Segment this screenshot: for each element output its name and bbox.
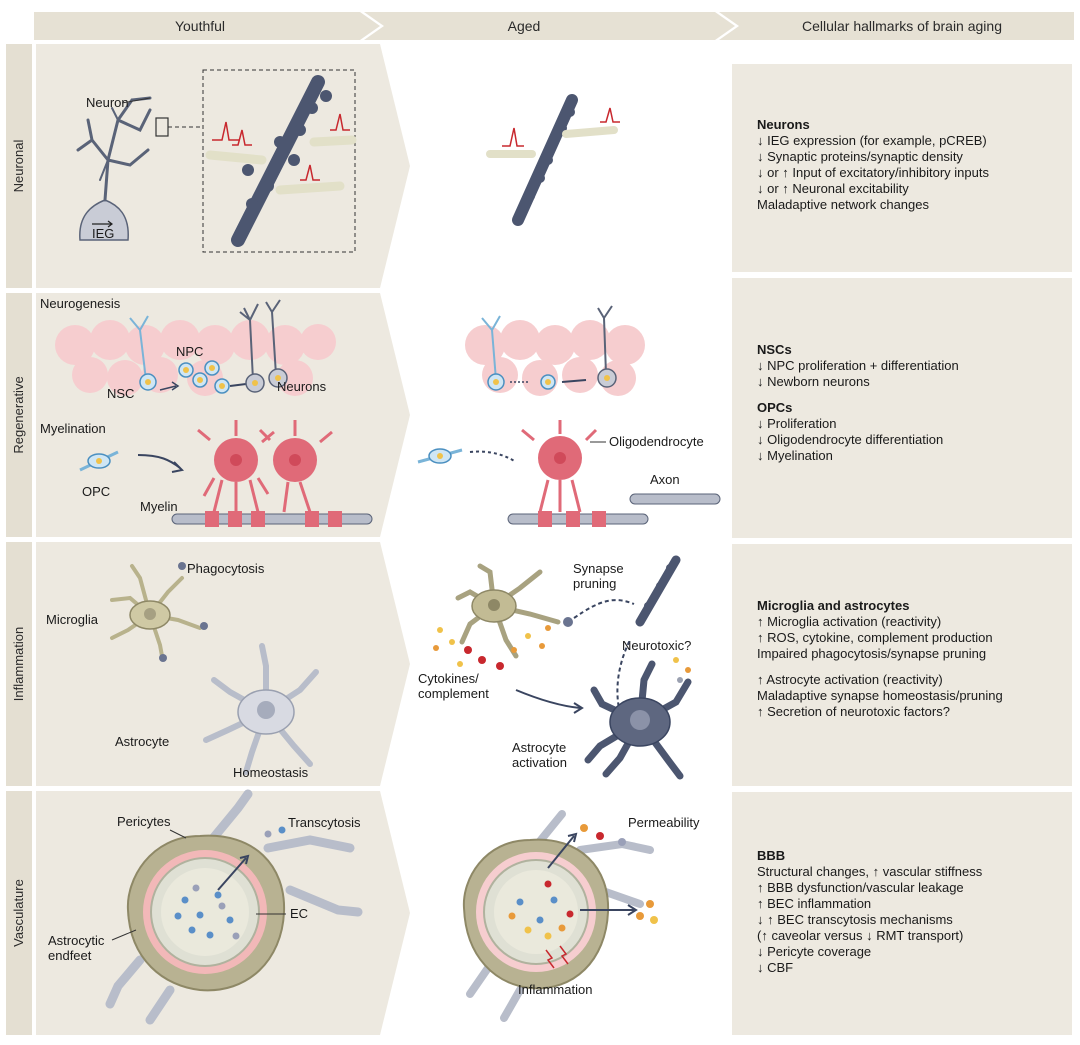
hallmark-line: ↑ Astrocyte activation (reactivity) bbox=[757, 672, 943, 687]
hallmark-bbb-title: BBB bbox=[757, 848, 786, 863]
astrocyte-aged bbox=[584, 657, 692, 780]
astrocyte-youthful bbox=[203, 643, 319, 775]
cytokine-dots bbox=[433, 625, 551, 670]
leader-neuron bbox=[121, 97, 151, 104]
label-pericytes: Pericytes bbox=[117, 814, 171, 829]
label-microglia: Microglia bbox=[46, 612, 99, 627]
column-youthful: Youthful bbox=[175, 18, 225, 34]
hallmark-line: ↓ Myelination bbox=[757, 448, 833, 463]
oligodendrocytes-youthful bbox=[171, 420, 373, 527]
hallmark-neurons-title: Neurons bbox=[757, 117, 810, 132]
label-astro-activation-1: Astrocyte bbox=[512, 740, 566, 755]
label-myelination: Myelination bbox=[40, 421, 106, 436]
hallmark-line: Structural changes, ↑ vascular stiffness bbox=[757, 864, 983, 879]
label-endfeet-1: Astrocytic bbox=[48, 933, 105, 948]
hallmark-opcs-title: OPCs bbox=[757, 400, 793, 415]
label-neurotoxic: Neurotoxic? bbox=[622, 638, 691, 653]
label-cytokines-1: Cytokines/ bbox=[418, 671, 479, 686]
label-phagocytosis: Phagocytosis bbox=[187, 561, 265, 576]
hallmark-line: ↓ Oligodendrocyte differentiation bbox=[757, 432, 944, 447]
microglia-aged bbox=[455, 563, 635, 659]
label-permeability: Permeability bbox=[628, 815, 700, 830]
label-homeostasis: Homeostasis bbox=[233, 765, 309, 780]
oligodendrocyte-aged bbox=[417, 420, 721, 527]
hallmark-line: ↓ IEG expression (for example, pCREB) bbox=[757, 133, 987, 148]
hallmark-line: ↓ Pericyte coverage bbox=[757, 944, 872, 959]
hallmark-nscs-title: NSCs bbox=[757, 342, 792, 357]
neurogenesis-cells-aged bbox=[481, 305, 617, 391]
vessel-youthful bbox=[105, 789, 363, 1025]
label-oligodendrocyte: Oligodendrocyte bbox=[609, 434, 704, 449]
hallmark-line: ↑ Microglia activation (reactivity) bbox=[757, 614, 942, 629]
column-hallmarks: Cellular hallmarks of brain aging bbox=[802, 18, 1002, 34]
label-ec: EC bbox=[290, 906, 308, 921]
label-inflammation: Inflammation bbox=[518, 982, 592, 997]
label-opc: OPC bbox=[82, 484, 110, 499]
hallmark-line: ↓ Newborn neurons bbox=[757, 374, 870, 389]
hallmark-line: ↓ NPC proliferation + differentiation bbox=[757, 358, 959, 373]
hallmark-inflammation: Microglia and astrocytes ↑ Microglia act… bbox=[757, 598, 1003, 720]
zoom-inset bbox=[168, 69, 357, 253]
hallmark-line: ↓ Synaptic proteins/synaptic density bbox=[757, 149, 963, 164]
label-endfeet-2: endfeet bbox=[48, 948, 92, 963]
label-axon: Axon bbox=[650, 472, 680, 487]
neuron-cell bbox=[76, 96, 169, 241]
hallmark-bbb: BBB Structural changes, ↑ vascular stiff… bbox=[757, 848, 982, 976]
hallmark-line: ↓ or ↑ Neuronal excitability bbox=[757, 181, 909, 196]
row-neuronal: Neuronal bbox=[11, 140, 26, 193]
label-neurons: Neurons bbox=[277, 379, 327, 394]
hallmark-line: ↓ CBF bbox=[757, 960, 794, 975]
hallmark-line: Maladaptive network changes bbox=[757, 197, 929, 212]
hallmark-line: ↑ BEC inflammation bbox=[757, 896, 872, 911]
neurogenesis-niche-aged bbox=[465, 320, 645, 396]
row-vasculature: Vasculature bbox=[11, 879, 26, 947]
microglia-youthful bbox=[110, 562, 208, 662]
label-neuron: Neuron bbox=[86, 95, 129, 110]
label-myelin: Myelin bbox=[140, 499, 178, 514]
hallmark-line: ↓ Proliferation bbox=[757, 416, 837, 431]
hallmark-panels bbox=[732, 64, 1072, 1035]
aged-dendrite bbox=[486, 94, 620, 226]
label-astrocyte: Astrocyte bbox=[115, 734, 169, 749]
hallmark-line: ↓ ↑ BEC transcytosis mechanisms bbox=[757, 912, 953, 927]
hallmark-inflammation-title: Microglia and astrocytes bbox=[757, 598, 910, 613]
hallmark-nscs: NSCs ↓ NPC proliferation + differentiati… bbox=[757, 342, 959, 464]
label-cytokines-2: complement bbox=[418, 686, 489, 701]
row-regenerative: Regenerative bbox=[11, 376, 26, 453]
label-synapse-2: pruning bbox=[573, 576, 616, 591]
column-header: Youthful Aged Cellular hallmarks of brai… bbox=[34, 12, 1074, 40]
label-nsc: NSC bbox=[107, 386, 134, 401]
row-tabs: Neuronal Regenerative Inflammation Vascu… bbox=[6, 44, 32, 1035]
vessel-aged bbox=[462, 810, 658, 1022]
row-inflammation: Inflammation bbox=[11, 627, 26, 701]
label-npc: NPC bbox=[176, 344, 203, 359]
neurogenesis-cells-youthful bbox=[129, 299, 288, 394]
hallmark-neurons: Neurons ↓ IEG expression (for example, p… bbox=[757, 117, 989, 213]
hallmark-line: ↓ or ↑ Input of excitatory/inhibitory in… bbox=[757, 165, 989, 180]
hallmark-line: (↑ caveolar versus ↓ RMT transport) bbox=[757, 928, 964, 943]
hallmark-line: ↑ ROS, cytokine, complement production bbox=[757, 630, 993, 645]
hallmark-line: ↑ Secretion of neurotoxic factors? bbox=[757, 704, 950, 719]
column-aged: Aged bbox=[508, 18, 541, 34]
label-transcytosis: Transcytosis bbox=[288, 815, 361, 830]
leader-pericytes bbox=[169, 829, 187, 839]
arrow-activation bbox=[515, 689, 581, 709]
label-neurogenesis: Neurogenesis bbox=[40, 296, 121, 311]
pruned-dendrite bbox=[635, 555, 681, 627]
opc-youthful bbox=[79, 450, 185, 473]
label-synapse-1: Synapse bbox=[573, 561, 624, 576]
hallmark-line: ↑ BBB dysfunction/vascular leakage bbox=[757, 880, 964, 895]
arrow-activation-head bbox=[573, 702, 584, 714]
hallmark-line: Impaired phagocytosis/synapse pruning bbox=[757, 646, 987, 661]
hallmark-line: Maladaptive synapse homeostasis/pruning bbox=[757, 688, 1003, 703]
label-astro-activation-2: activation bbox=[512, 755, 567, 770]
label-ieg: IEG bbox=[92, 226, 114, 241]
leader-endfeet bbox=[111, 929, 137, 941]
